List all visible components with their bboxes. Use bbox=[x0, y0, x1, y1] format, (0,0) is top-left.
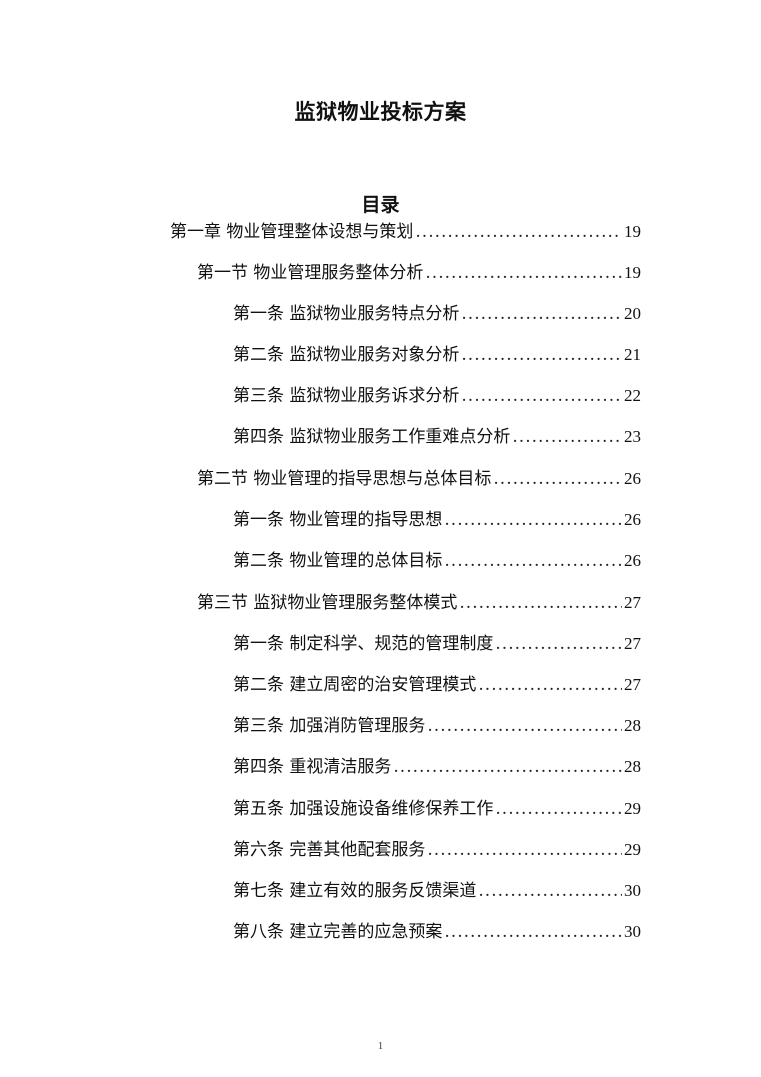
toc-entry-label: 第五条 加强设施设备维修保养工作 bbox=[233, 799, 494, 819]
toc-entry-label: 第一章 物业管理整体设想与策划 bbox=[170, 222, 414, 242]
toc-entry-page: 28 bbox=[624, 716, 641, 735]
toc-entry-page: 30 bbox=[624, 881, 641, 900]
toc-entry-section-1[interactable]: 第一节 物业管理服务整体分析 19 bbox=[197, 261, 641, 285]
toc-entry-page: 20 bbox=[624, 304, 641, 323]
toc-entry-label: 第一条 制定科学、规范的管理制度 bbox=[233, 634, 494, 654]
toc-entry-page: 27 bbox=[624, 675, 641, 694]
toc-entry-label: 第四条 重视清洁服务 bbox=[233, 757, 392, 777]
toc-entry-article[interactable]: 第八条 建立完善的应急预案 30 bbox=[233, 920, 641, 944]
toc-entry-article[interactable]: 第五条 加强设施设备维修保养工作 29 bbox=[233, 797, 641, 821]
toc-entry-page: 26 bbox=[624, 551, 641, 570]
toc-entry-label: 第四条 监狱物业服务工作重难点分析 bbox=[233, 427, 511, 447]
dot-leader bbox=[427, 838, 622, 862]
toc-entry-label: 第一条 监狱物业服务特点分析 bbox=[233, 304, 460, 324]
toc-entry-label: 第二条 监狱物业服务对象分析 bbox=[233, 345, 460, 365]
dot-leader bbox=[495, 797, 622, 821]
toc-entry-page: 29 bbox=[624, 840, 641, 859]
toc-entry-label: 第七条 建立有效的服务反馈渠道 bbox=[233, 881, 477, 901]
toc-entry-section-3[interactable]: 第三节 监狱物业管理服务整体模式 27 bbox=[197, 591, 641, 615]
dot-leader bbox=[425, 261, 622, 285]
toc-entry-article[interactable]: 第三条 监狱物业服务诉求分析 22 bbox=[233, 384, 641, 408]
toc-entry-article[interactable]: 第二条 物业管理的总体目标 26 bbox=[233, 549, 641, 573]
toc-entry-chapter-1[interactable]: 第一章 物业管理整体设想与策划 19 bbox=[170, 220, 641, 244]
toc-entry-label: 第一节 物业管理服务整体分析 bbox=[197, 263, 424, 283]
toc-entry-article[interactable]: 第四条 监狱物业服务工作重难点分析 23 bbox=[233, 425, 641, 449]
toc-entry-page: 23 bbox=[624, 427, 641, 446]
toc-entry-article[interactable]: 第七条 建立有效的服务反馈渠道 30 bbox=[233, 879, 641, 903]
toc-entry-article[interactable]: 第一条 监狱物业服务特点分析 20 bbox=[233, 302, 641, 326]
dot-leader bbox=[461, 384, 622, 408]
toc-entry-article[interactable]: 第三条 加强消防管理服务 28 bbox=[233, 714, 641, 738]
dot-leader bbox=[444, 508, 622, 532]
toc-entry-page: 22 bbox=[624, 386, 641, 405]
dot-leader bbox=[495, 632, 622, 656]
toc-entry-label: 第六条 完善其他配套服务 bbox=[233, 840, 426, 860]
toc-entry-label: 第二条 物业管理的总体目标 bbox=[233, 551, 443, 571]
toc-entry-label: 第二条 建立周密的治安管理模式 bbox=[233, 675, 477, 695]
dot-leader bbox=[512, 425, 622, 449]
toc-entry-article[interactable]: 第六条 完善其他配套服务 29 bbox=[233, 838, 641, 862]
dot-leader bbox=[478, 673, 622, 697]
document-title: 监狱物业投标方案 bbox=[294, 100, 467, 124]
toc-entry-label: 第一条 物业管理的指导思想 bbox=[233, 510, 443, 530]
toc-entry-page: 21 bbox=[624, 345, 641, 364]
dot-leader bbox=[444, 920, 622, 944]
toc-entry-article[interactable]: 第一条 制定科学、规范的管理制度 27 bbox=[233, 632, 641, 656]
dot-leader bbox=[461, 302, 622, 326]
dot-leader bbox=[427, 714, 622, 738]
page-number: 1 bbox=[377, 1040, 384, 1052]
toc-entry-section-2[interactable]: 第二节 物业管理的指导思想与总体目标 26 bbox=[197, 467, 641, 491]
toc-entry-label: 第三节 监狱物业管理服务整体模式 bbox=[197, 593, 458, 613]
toc-entry-page: 26 bbox=[624, 510, 641, 529]
toc-entry-label: 第二节 物业管理的指导思想与总体目标 bbox=[197, 469, 492, 489]
dot-leader bbox=[444, 549, 622, 573]
toc-entry-article[interactable]: 第二条 建立周密的治安管理模式 27 bbox=[233, 673, 641, 697]
toc-entry-article[interactable]: 第二条 监狱物业服务对象分析 21 bbox=[233, 343, 641, 367]
toc-entry-page: 28 bbox=[624, 757, 641, 776]
toc-entry-label: 第三条 加强消防管理服务 bbox=[233, 716, 426, 736]
toc-entry-label: 第八条 建立完善的应急预案 bbox=[233, 922, 443, 942]
toc-entry-page: 30 bbox=[624, 922, 641, 941]
toc-entry-page: 27 bbox=[624, 634, 641, 653]
dot-leader bbox=[493, 467, 622, 491]
toc-entry-page: 19 bbox=[624, 222, 641, 241]
toc-entry-page: 29 bbox=[624, 799, 641, 818]
dot-leader bbox=[478, 879, 622, 903]
toc-entry-label: 第三条 监狱物业服务诉求分析 bbox=[233, 386, 460, 406]
toc-entry-page: 26 bbox=[624, 469, 641, 488]
toc-entry-page: 19 bbox=[624, 263, 641, 282]
dot-leader bbox=[393, 755, 622, 779]
toc-heading: 目录 bbox=[361, 194, 400, 216]
dot-leader bbox=[415, 220, 622, 244]
dot-leader bbox=[459, 591, 622, 615]
toc-entry-article[interactable]: 第四条 重视清洁服务 28 bbox=[233, 755, 641, 779]
toc-entry-article[interactable]: 第一条 物业管理的指导思想 26 bbox=[233, 508, 641, 532]
toc-entry-page: 27 bbox=[624, 593, 641, 612]
dot-leader bbox=[461, 343, 622, 367]
